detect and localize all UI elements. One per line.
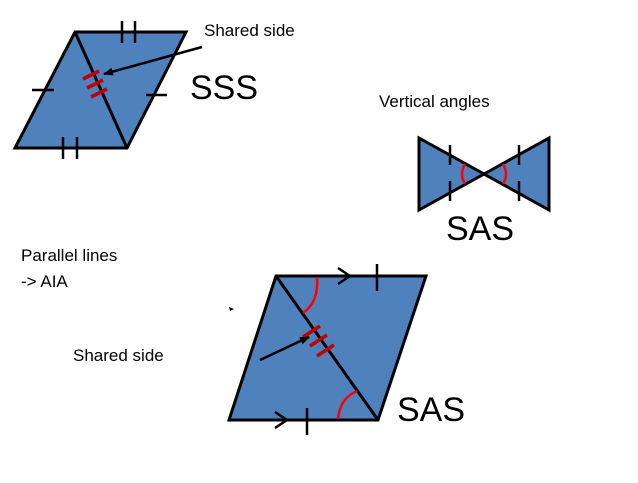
sss-bottom-side-ticks bbox=[61, 137, 79, 159]
bottom-callout-label: Shared side bbox=[73, 346, 164, 365]
bowtie-vertical-angle-arcs bbox=[460, 163, 508, 185]
sss-callout-label: Shared side bbox=[204, 21, 295, 40]
sss-callout-arrow bbox=[103, 45, 203, 76]
bottom-parallelogram-figure: Parallel lines -> AIA Shared side SAS bbox=[21, 246, 465, 435]
parallel-lines-note-line2: -> AIA bbox=[21, 272, 68, 291]
bowtie-figure: Vertical angles SAS bbox=[379, 92, 551, 248]
sss-shared-diagonal bbox=[73, 31, 129, 149]
sss-diagonal-triple-ticks bbox=[82, 69, 108, 99]
bowtie-label: SAS bbox=[446, 210, 514, 248]
sss-label: SSS bbox=[190, 69, 258, 107]
bowtie-right-triangle bbox=[480, 135, 551, 213]
bottom-diagonal-triple-ticks bbox=[302, 324, 335, 358]
sss-top-side-ticks bbox=[120, 21, 137, 43]
top-alternate-angle-arc bbox=[302, 276, 319, 315]
bowtie-side-ticks bbox=[448, 145, 521, 201]
bottom-side-parallel-arrow bbox=[274, 410, 290, 430]
sss-parallelogram-figure: Shared side SSS bbox=[12, 21, 295, 159]
bowtie-caption: Vertical angles bbox=[379, 92, 490, 111]
parallel-lines-note-line1: Parallel lines bbox=[21, 246, 117, 265]
stray-mark bbox=[229, 307, 234, 311]
bottom-alternate-angle-arc bbox=[336, 389, 358, 420]
bottom-sas-label: SAS bbox=[397, 391, 465, 429]
top-side-parallel-arrow bbox=[337, 266, 353, 286]
bowtie-left-triangle bbox=[417, 135, 488, 213]
bottom-callout-arrow bbox=[259, 335, 310, 362]
